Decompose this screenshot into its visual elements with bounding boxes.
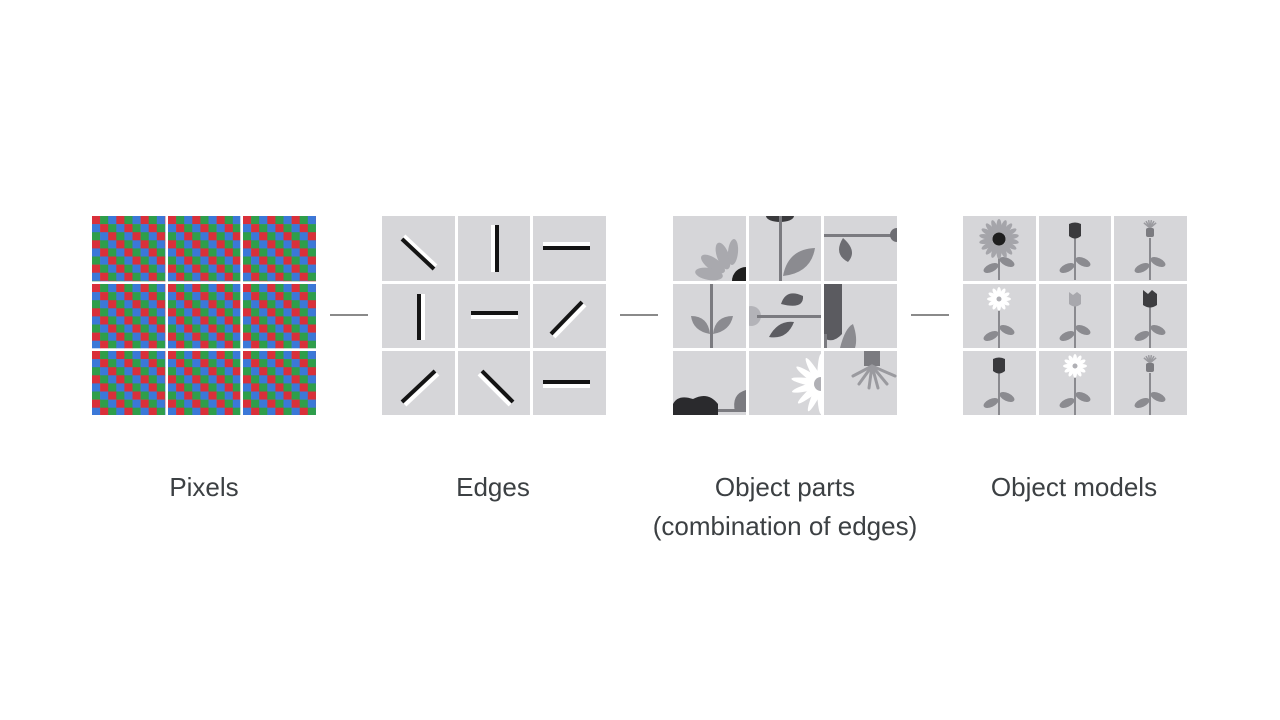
rose-icon: [1059, 222, 1091, 280]
edge-diagonal-down-icon: [400, 234, 438, 271]
edges-label-text: Edges: [456, 472, 530, 502]
object-parts-sublabel-text: (combination of edges): [652, 511, 918, 541]
connector-line-2: [620, 314, 658, 316]
edges-image: [382, 216, 606, 415]
object-parts-label: Object parts (combination of edges): [625, 468, 945, 546]
edge-horizontal-icon: [471, 311, 518, 319]
connector-line-1: [330, 314, 368, 316]
sunflower-icon: [979, 219, 1019, 280]
pixels-label-text: Pixels: [169, 472, 239, 502]
edge-horizontal-icon: [543, 380, 590, 388]
edges-label: Edges: [333, 468, 653, 507]
object-models-label-text: Object models: [990, 472, 1158, 502]
edge-vertical-icon: [417, 294, 425, 340]
object-models-label: Object models: [914, 468, 1234, 507]
thistle-part-icon: [851, 351, 897, 390]
connector-line-3: [911, 314, 949, 316]
object-parts-grid: [673, 216, 897, 415]
daisy-part-icon: [791, 354, 821, 414]
object-parts-image: [673, 216, 897, 415]
tulip-icon: [1059, 292, 1091, 348]
rose-icon: [983, 357, 1015, 415]
edge-vertical-icon: [491, 225, 499, 272]
bud-part-icon: [824, 284, 857, 348]
pixels-image: [92, 216, 316, 415]
stem-leaf-part-icon: [766, 216, 815, 281]
edge-diagonal-up-icon: [549, 300, 587, 339]
stem-two-leaves-part-icon: [691, 284, 733, 348]
daisy-icon: [1059, 354, 1091, 415]
branch-leaves-part-icon: [749, 293, 821, 338]
object-models-image: [963, 216, 1187, 415]
sunflower-part-icon: [695, 239, 746, 281]
rose-part-icon: [673, 390, 746, 415]
tulip-dark-icon: [1134, 290, 1166, 348]
object-parts-label-text: Object parts: [714, 472, 856, 502]
thistle-icon: [1134, 219, 1166, 280]
edge-diagonal-down-icon: [477, 369, 515, 407]
edges-grid: [382, 216, 606, 415]
edge-horizontal-icon: [543, 242, 590, 250]
pixels-grid: [92, 216, 316, 415]
pixels-label: Pixels: [44, 468, 364, 507]
daisy-icon: [983, 287, 1015, 348]
thistle-icon: [1134, 354, 1166, 415]
branch-leaf-part-icon: [824, 228, 897, 262]
object-models-grid: [963, 216, 1187, 415]
edge-diagonal-up-icon: [400, 369, 440, 407]
